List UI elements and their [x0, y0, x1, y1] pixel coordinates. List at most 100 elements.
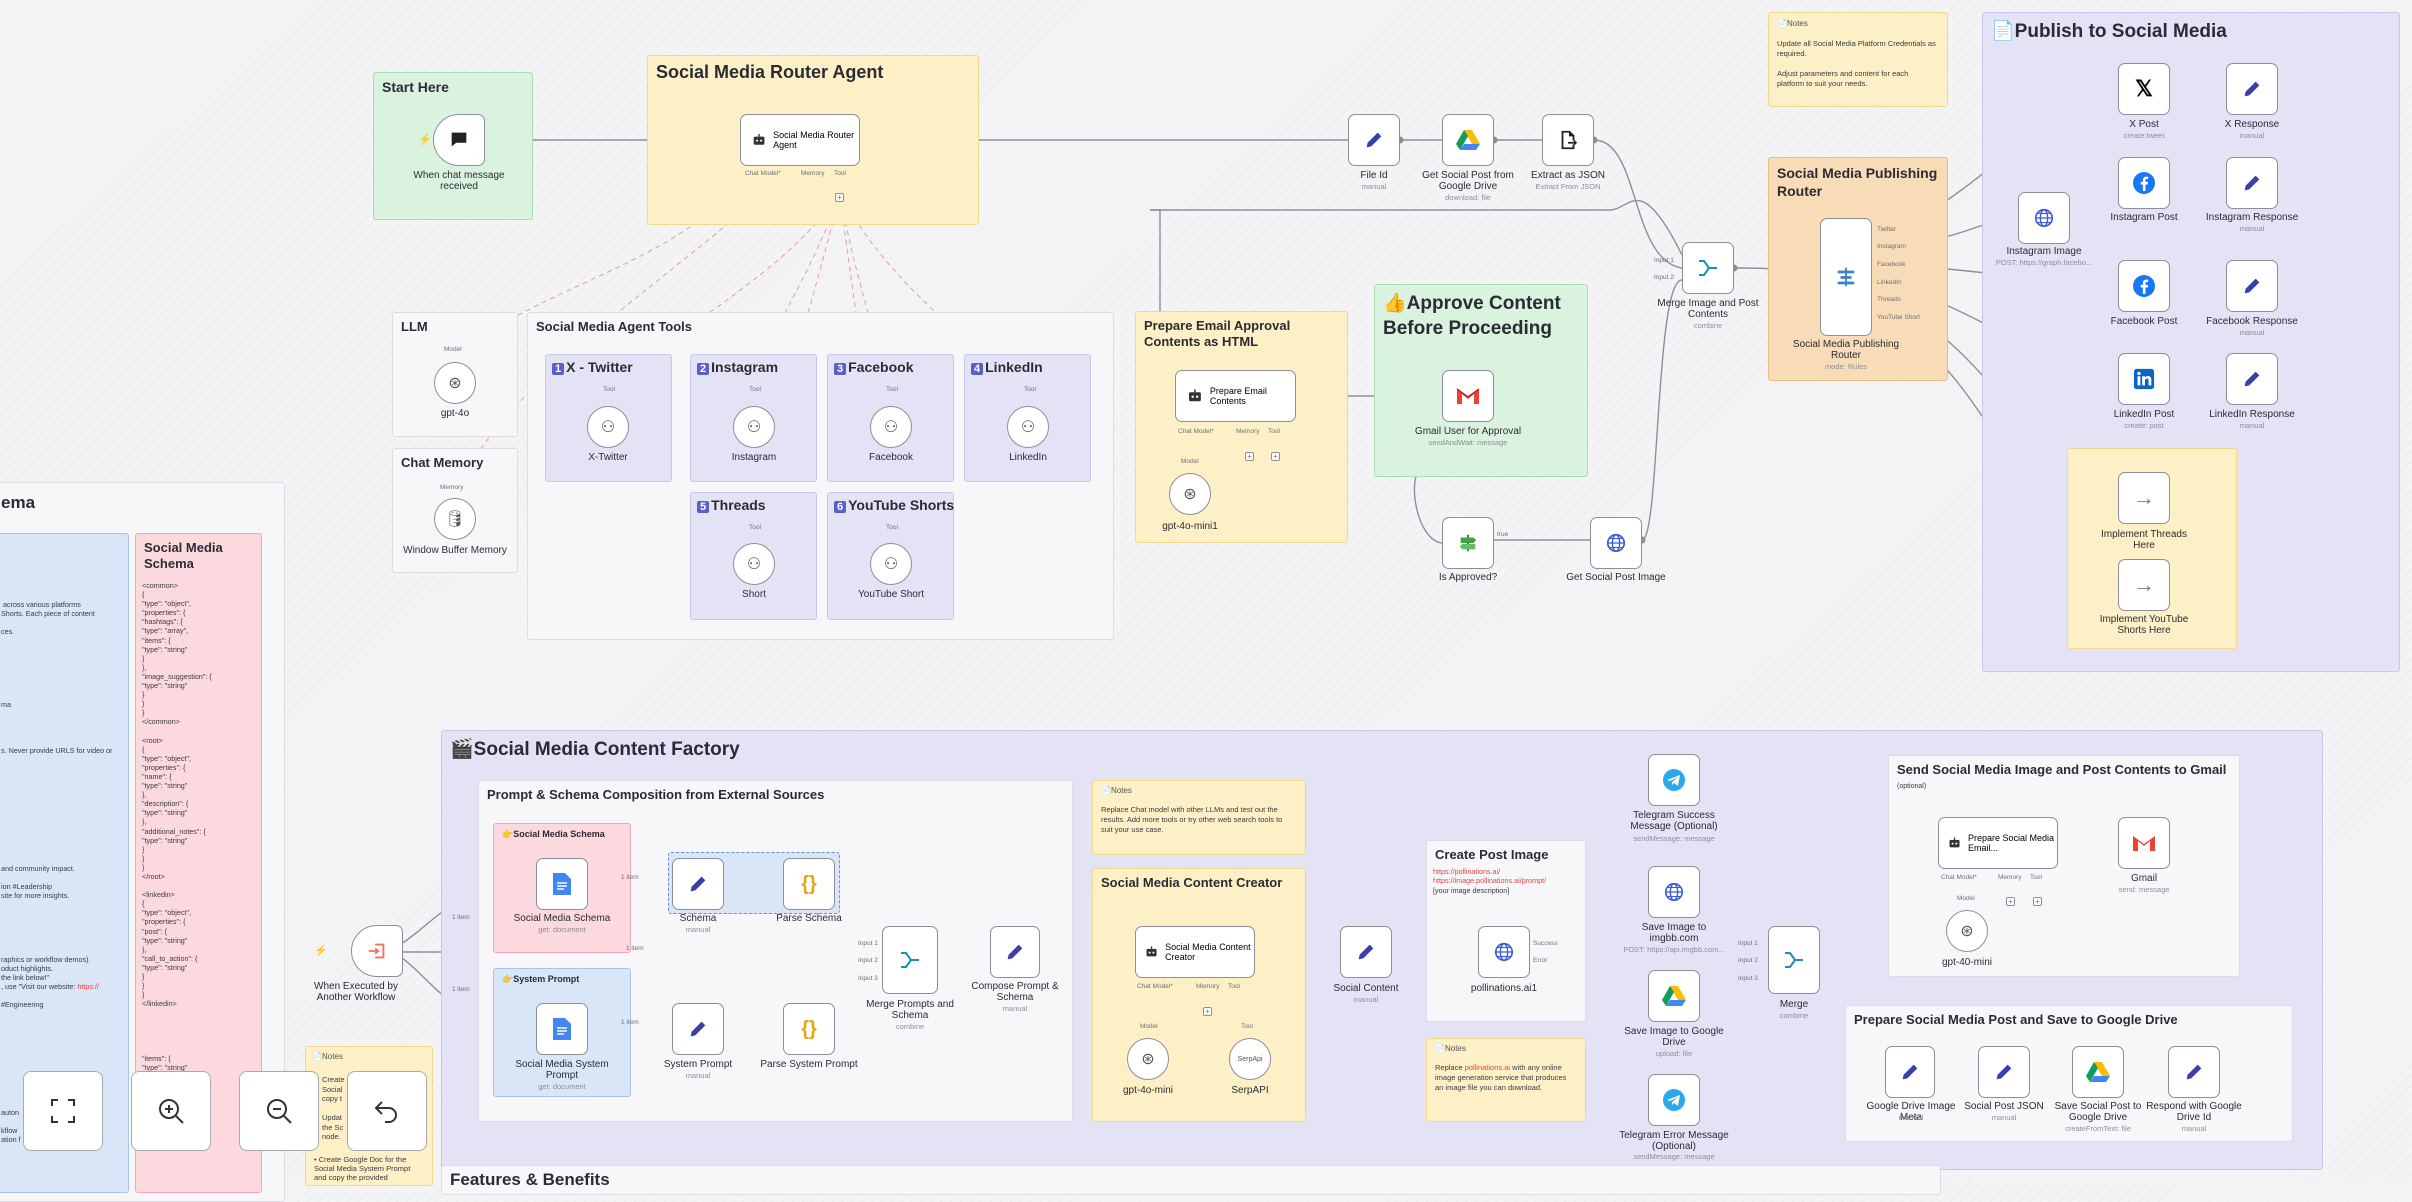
merge-image-node[interactable] — [1682, 242, 1734, 294]
compose-node[interactable] — [990, 926, 1040, 978]
gpt4o-node[interactable]: ⊛ — [434, 362, 476, 404]
gpt4omini-label: gpt-4o-mini — [1122, 1085, 1174, 1096]
system-prompt-node[interactable] — [672, 1003, 724, 1055]
instagram-image-sub: POST: https://graph.facebo... — [1995, 258, 2093, 267]
get-drive-node[interactable] — [1442, 114, 1494, 166]
schema-node[interactable] — [672, 858, 724, 910]
add-memory-handle[interactable]: + — [1203, 1007, 1212, 1016]
gmail-label: Gmail — [2130, 873, 2158, 884]
clapper-icon: 🎬 — [450, 739, 474, 760]
telegram-icon — [1663, 769, 1685, 791]
gmail-approval-node[interactable] — [1442, 370, 1494, 422]
linkedin-response-node[interactable] — [2226, 353, 2278, 405]
pollinations-node[interactable] — [1478, 926, 1530, 978]
number-1-badge: 1 — [552, 363, 565, 375]
content-creator-group[interactable]: Social Media Content Creator — [1092, 868, 1306, 1122]
parse-schema-node[interactable]: {} — [783, 858, 835, 910]
x-post-sub: create:tweet — [2123, 131, 2165, 140]
instagram-response-node[interactable] — [2226, 157, 2278, 209]
x-tool-node[interactable]: ⚇ — [587, 406, 629, 448]
gpt4omini1-node[interactable]: ⊛ — [1169, 473, 1211, 515]
imgbb-node[interactable] — [1648, 866, 1700, 918]
workflow-trigger-node[interactable] — [351, 925, 403, 977]
x-post-node[interactable]: 𝕏 — [2118, 63, 2170, 115]
fb-tool-node[interactable]: ⚇ — [870, 406, 912, 448]
extract-json-node[interactable] — [1542, 114, 1594, 166]
threads-impl-node[interactable]: → — [2118, 472, 2170, 524]
router-agent-node[interactable]: Social Media Router Agent — [740, 114, 860, 166]
yt-tool-node[interactable]: ⚇ — [870, 543, 912, 585]
fit-view-button[interactable] — [23, 1071, 103, 1151]
file-id-node[interactable] — [1348, 114, 1400, 166]
respond-sub: manual — [2181, 1124, 2207, 1133]
get-post-image-node[interactable] — [1590, 517, 1642, 569]
gmail-node[interactable] — [2118, 817, 2170, 869]
notes-chat-model[interactable]: 📄Notes Replace Chat model with other LLM… — [1092, 780, 1306, 855]
linkedin-post-node[interactable] — [2118, 353, 2170, 405]
save-drive-image-node[interactable] — [1648, 970, 1700, 1022]
notes-head-text: Notes — [1444, 1044, 1466, 1053]
chat-trigger-node[interactable] — [433, 114, 485, 166]
gpt4omini-node[interactable]: ⊛ — [1127, 1038, 1169, 1080]
social-content-node[interactable] — [1340, 926, 1392, 978]
add-tool-handle[interactable]: + — [2033, 897, 2042, 906]
publish-title-text: Publish to Social Media — [2014, 21, 2227, 42]
window-memory-node[interactable]: 🛢 — [434, 498, 476, 540]
post-json-node[interactable] — [1978, 1046, 2030, 1098]
yt-tool-label: YouTube Short — [858, 589, 924, 600]
email-approval-group[interactable]: Prepare Email Approval Contents as HTML — [1135, 311, 1348, 543]
save-post-node[interactable] — [2072, 1046, 2124, 1098]
prep-gmail-node[interactable]: Prepare Social Media Email... — [1938, 817, 2058, 869]
port-chat-model: Chat Model* — [1178, 428, 1214, 435]
add-memory-handle[interactable]: + — [1245, 452, 1254, 461]
merge-prompts-node[interactable] — [882, 926, 938, 994]
add-memory-handle[interactable]: + — [2006, 897, 2015, 906]
features-group[interactable]: Features & Benefits — [441, 1165, 1941, 1195]
google-docs-icon — [553, 1018, 571, 1040]
instagram-response-sub: manual — [2239, 224, 2265, 233]
save-post-sub: createFromText: file — [2065, 1124, 2131, 1133]
serpapi-node[interactable]: SerpApi — [1229, 1038, 1271, 1080]
facebook-post-node[interactable] — [2118, 260, 2170, 312]
pollinations-url[interactable]: https://pollinations.ai/ — [1433, 867, 1501, 876]
sms-doc-node[interactable] — [536, 858, 588, 910]
undo-button[interactable] — [347, 1071, 427, 1151]
instagram-image-node[interactable] — [2018, 192, 2070, 244]
x-response-node[interactable] — [2226, 63, 2278, 115]
notes-pollinations[interactable]: 📄Notes Replace pollinations.ai with any … — [1426, 1038, 1586, 1122]
gpt4omini2-node[interactable]: ⊛ — [1946, 910, 1988, 952]
zoom-in-button[interactable] — [131, 1071, 211, 1151]
publishing-router-node[interactable] — [1820, 218, 1872, 336]
approve-title-text: Approve Content Before Proceeding — [1383, 293, 1561, 339]
instagram-post-node[interactable] — [2118, 157, 2170, 209]
short-tool-node[interactable]: ⚇ — [733, 543, 775, 585]
add-tool-handle[interactable]: + — [1271, 452, 1280, 461]
prepare-email-node[interactable]: Prepare Email Contents — [1175, 370, 1296, 422]
website-link[interactable]: https:// — [77, 981, 99, 991]
notes-credentials[interactable]: 📄Notes Update all Social Media Platform … — [1768, 12, 1948, 107]
note-icon: 📄 — [312, 1052, 322, 1061]
pollinations-image-url[interactable]: https://image.pollinations.ai/prompt/ — [1433, 876, 1547, 885]
sys-doc-node[interactable] — [536, 1003, 588, 1055]
ig-tool-node[interactable]: ⚇ — [733, 406, 775, 448]
content-creator-node[interactable]: Social Media Content Creator — [1135, 926, 1255, 978]
telegram-success-node[interactable] — [1648, 754, 1700, 806]
pollinations-link[interactable]: pollinations.ai — [1464, 1063, 1511, 1072]
merge-node[interactable] — [1768, 926, 1820, 994]
add-tool-handle[interactable]: + — [835, 193, 844, 202]
number-5-badge: 5 — [697, 501, 710, 513]
li-tool-node[interactable]: ⚇ — [1007, 406, 1049, 448]
parse-sys-node[interactable]: {} — [783, 1003, 835, 1055]
respond-node[interactable] — [2168, 1046, 2220, 1098]
is-approved-node[interactable] — [1442, 517, 1494, 569]
telegram-error-sub: sendMessage: message — [1633, 1152, 1715, 1161]
gd-meta-node[interactable] — [1885, 1046, 1935, 1098]
facebook-response-node[interactable] — [2226, 260, 2278, 312]
telegram-error-node[interactable] — [1648, 1074, 1700, 1126]
pollinations-urls[interactable]: https://pollinations.ai/ https://image.p… — [1433, 867, 1546, 885]
youtube-impl-node[interactable]: → — [2118, 559, 2170, 611]
zoom-out-button[interactable] — [239, 1071, 319, 1151]
